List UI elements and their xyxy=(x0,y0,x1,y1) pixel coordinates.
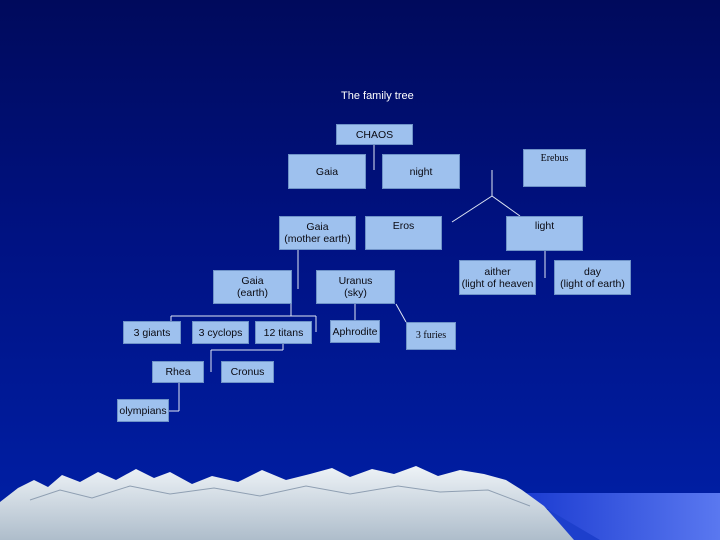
node-chaos-label: CHAOS xyxy=(356,129,393,141)
connector-to-light xyxy=(492,196,520,216)
node-gaia: Gaia xyxy=(288,154,366,189)
node-gaia-mother-earth: Gaia (mother earth) xyxy=(279,216,356,250)
node-erebus-label: Erebus xyxy=(541,153,569,165)
node-cronus-label: Cronus xyxy=(231,366,265,378)
node-cronus: Cronus xyxy=(221,361,274,383)
node-day-name: day xyxy=(584,266,601,278)
node-light: light xyxy=(506,216,583,251)
node-olympians: olympians xyxy=(117,399,169,422)
node-gaia-mother-earth-sub: (mother earth) xyxy=(284,233,351,245)
mountain-range-decoration xyxy=(0,460,720,540)
node-eros-label: Eros xyxy=(393,220,415,232)
mountain-silhouette xyxy=(0,466,574,540)
node-night: night xyxy=(382,154,460,189)
node-erebus: Erebus xyxy=(523,149,586,187)
node-3-giants: 3 giants xyxy=(123,321,181,344)
node-eros: Eros xyxy=(365,216,442,250)
node-day: day (light of earth) xyxy=(554,260,631,295)
node-gaia-label: Gaia xyxy=(316,166,338,178)
connector-to-eros xyxy=(452,196,492,222)
node-rhea-label: Rhea xyxy=(165,366,190,378)
node-gaia-earth-name: Gaia xyxy=(241,275,263,287)
node-uranus-sub: (sky) xyxy=(344,287,367,299)
connector-furies xyxy=(396,304,406,322)
node-rhea: Rhea xyxy=(152,361,204,383)
node-12-titans-label: 12 titans xyxy=(264,327,304,339)
node-light-label: light xyxy=(535,220,554,232)
node-chaos: CHAOS xyxy=(336,124,413,145)
node-12-titans: 12 titans xyxy=(255,321,312,344)
node-uranus: Uranus (sky) xyxy=(316,270,395,304)
node-aither-name: aither xyxy=(484,266,510,278)
node-night-label: night xyxy=(410,166,433,178)
node-3-giants-label: 3 giants xyxy=(134,327,171,339)
node-aphrodite: Aphrodite xyxy=(330,320,380,343)
node-3-furies-label: 3 furies xyxy=(416,330,446,342)
node-aither-sub: (light of heaven xyxy=(462,278,534,290)
node-gaia-earth-sub: (earth) xyxy=(237,287,268,299)
node-olympians-label: olympians xyxy=(119,405,166,417)
node-3-furies: 3 furies xyxy=(406,322,456,350)
diagram-title: The family tree xyxy=(341,90,414,102)
node-uranus-name: Uranus xyxy=(339,275,373,287)
node-aither: aither (light of heaven xyxy=(459,260,536,295)
node-aphrodite-label: Aphrodite xyxy=(333,326,378,338)
node-gaia-earth: Gaia (earth) xyxy=(213,270,292,304)
node-3-cyclops-label: 3 cyclops xyxy=(199,327,243,339)
node-3-cyclops: 3 cyclops xyxy=(192,321,249,344)
node-day-sub: (light of earth) xyxy=(560,278,625,290)
node-gaia-mother-earth-name: Gaia xyxy=(306,221,328,233)
